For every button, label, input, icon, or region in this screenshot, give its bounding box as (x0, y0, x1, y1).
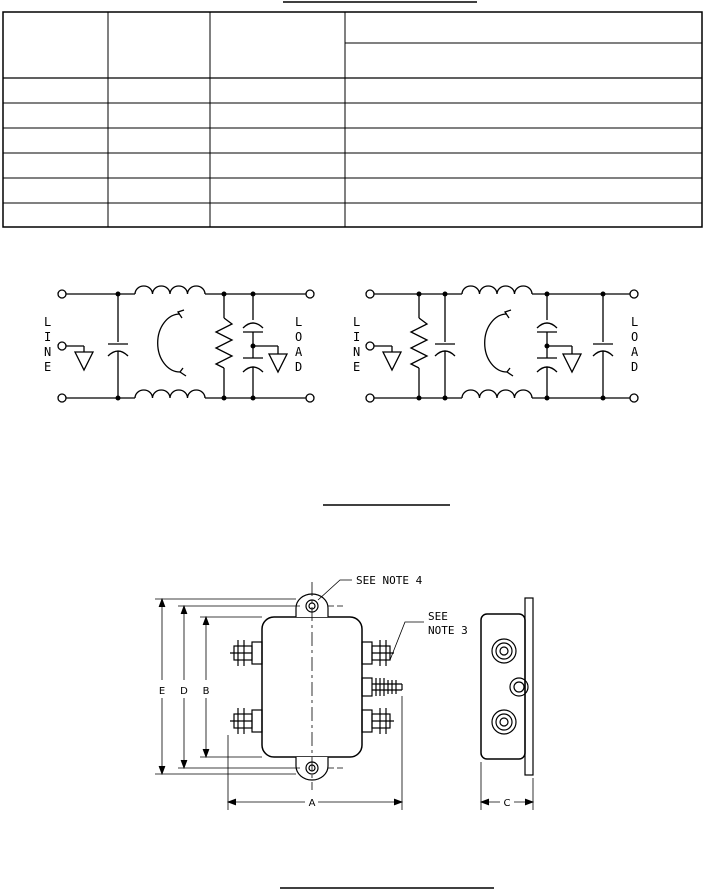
dimension-a-label: A (309, 798, 316, 809)
coupling-arrow (484, 313, 508, 373)
ground-icon (267, 353, 289, 374)
resistor (409, 317, 429, 369)
schematic-right-nodes (416, 291, 606, 401)
note-3-label-line1: SEE (428, 610, 448, 623)
inductor-top (134, 285, 206, 295)
label-letter: D (631, 360, 638, 374)
inductor-top (461, 285, 533, 295)
load-label-right: L O A D (631, 315, 639, 374)
terminal (57, 341, 67, 351)
terminal (305, 393, 315, 403)
line-label-right: L I N E (353, 315, 360, 374)
label-letter: A (631, 345, 639, 359)
load-label-left: L O A D (295, 315, 303, 374)
label-letter: N (353, 345, 360, 359)
label-letter: E (44, 360, 51, 374)
mechanical-side-view (480, 597, 534, 776)
dimension-e-label: E (159, 686, 165, 697)
inductor-bottom (461, 389, 533, 399)
line-label-left: L I N E (44, 315, 51, 374)
label-letter: O (295, 330, 302, 344)
schematic-left-nodes (115, 291, 256, 401)
terminal (629, 393, 639, 403)
label-letter: L (44, 315, 51, 329)
label-letter: D (295, 360, 302, 374)
dimension-b-label: B (203, 686, 210, 697)
ground-icon (381, 351, 403, 372)
label-letter: I (353, 330, 360, 344)
label-letter: N (44, 345, 51, 359)
note-3-label-line2: NOTE 3 (428, 624, 468, 637)
label-letter: I (44, 330, 51, 344)
inductor-bottom (134, 389, 206, 399)
terminal (629, 289, 639, 299)
terminal (57, 289, 67, 299)
terminal (365, 341, 375, 351)
terminal (365, 393, 375, 403)
terminal (365, 289, 375, 299)
label-letter: L (295, 315, 302, 329)
schematic-right (365, 285, 639, 403)
dimension-d-label: D (180, 686, 188, 697)
terminal (305, 289, 315, 299)
dimension-lines (155, 579, 424, 810)
label-letter: L (631, 315, 638, 329)
label-letter: O (631, 330, 638, 344)
note-4-label: SEE NOTE 4 (356, 574, 423, 587)
side-body (480, 613, 526, 760)
ground-icon (561, 353, 583, 374)
side-flange (524, 597, 534, 776)
table-border (2, 11, 703, 228)
label-letter: L (353, 315, 360, 329)
dimension-c-label: C (504, 798, 511, 809)
ground-icon (73, 351, 95, 372)
coupling-arrow (157, 313, 181, 373)
label-letter: E (353, 360, 360, 374)
dimension-c (479, 762, 535, 810)
resistor (214, 317, 234, 369)
spec-table (2, 1, 703, 228)
terminal (57, 393, 67, 403)
schematic-left (57, 285, 315, 403)
mechanical-front-view (230, 582, 403, 790)
label-letter: A (295, 345, 303, 359)
